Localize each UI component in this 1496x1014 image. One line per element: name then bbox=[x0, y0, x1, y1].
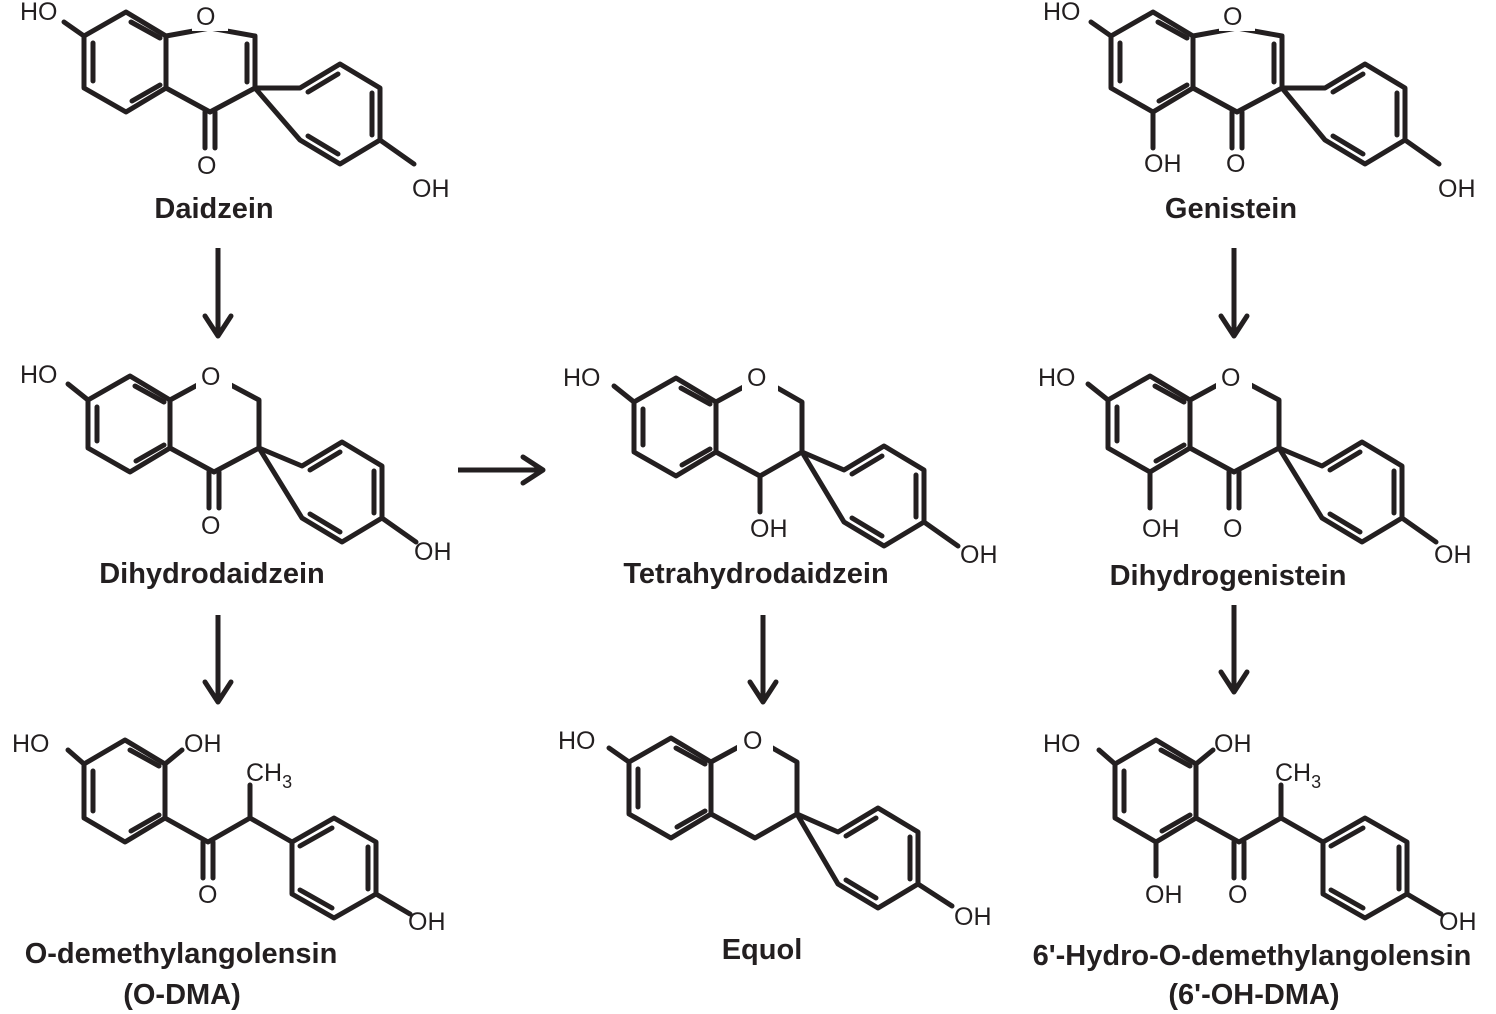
compound-name-tetrahydrodaidzein: Tetrahydrodaidzein bbox=[623, 558, 888, 590]
hydroxyl-label: HO bbox=[563, 364, 601, 392]
compound-name-dihydrogenistein: Dihydrogenistein bbox=[1110, 560, 1347, 592]
hydroxyl-label: OH bbox=[414, 538, 452, 566]
6-oh-dma-structure: HO OH CH3 OH O OH bbox=[1043, 730, 1477, 936]
hydroxyl-label: HO bbox=[20, 361, 58, 389]
hydroxyl-label: OH bbox=[1439, 908, 1477, 936]
hydroxyl-label: OH bbox=[412, 175, 450, 203]
compound-abbreviation-6-oh-dma: (6'-OH-DMA) bbox=[1168, 979, 1339, 1011]
dihydrodaidzein-structure: O HO O OH bbox=[20, 360, 452, 566]
arrow-dihydrodaidzein-to-tetrahydrodaidzein bbox=[458, 454, 546, 486]
hydroxyl-label: OH bbox=[1214, 730, 1252, 758]
hydroxyl-label: OH bbox=[750, 515, 788, 543]
hydroxyl-label: OH bbox=[954, 903, 992, 931]
carbonyl-oxygen-label: O bbox=[1226, 150, 1245, 178]
hydroxyl-label: HO bbox=[12, 730, 50, 758]
carbonyl-oxygen-label: O bbox=[201, 512, 220, 540]
arrow-dihydrodaidzein-to-o-dma bbox=[202, 615, 234, 705]
oxygen-label: O bbox=[201, 363, 220, 391]
genistein-structure: O HO OH O OH bbox=[1043, 0, 1476, 203]
methyl-label: CH3 bbox=[246, 759, 292, 792]
hydroxyl-label: HO bbox=[1038, 364, 1076, 392]
equol-structure: O HO OH bbox=[558, 722, 992, 931]
hydroxyl-label: OH bbox=[1438, 175, 1476, 203]
arrow-genistein-to-dihydrogenistein bbox=[1218, 248, 1250, 339]
compound-name-daidzein: Daidzein bbox=[154, 193, 273, 225]
carbonyl-oxygen-label: O bbox=[197, 152, 216, 180]
oxygen-label: O bbox=[1221, 364, 1240, 392]
hydroxyl-label: OH bbox=[1434, 541, 1472, 569]
oxygen-label: O bbox=[743, 727, 762, 755]
compound-name-6-oh-dma: 6'-Hydro-O-demethylangolensin bbox=[1033, 940, 1472, 972]
methyl-label: CH3 bbox=[1275, 759, 1321, 792]
oxygen-label: O bbox=[1223, 3, 1242, 31]
arrow-dihydrogenistein-to-6-oh-dma bbox=[1218, 605, 1250, 695]
dihydrogenistein-structure: O HO OH O OH bbox=[1038, 360, 1472, 569]
carbonyl-oxygen-label: O bbox=[1223, 515, 1242, 543]
oxygen-label: O bbox=[747, 364, 766, 392]
compound-name-equol: Equol bbox=[722, 934, 803, 966]
hydroxyl-label: HO bbox=[1043, 0, 1081, 26]
arrow-daidzein-to-dihydrodaidzein bbox=[202, 248, 234, 339]
compound-abbreviation-o-dma: (O-DMA) bbox=[123, 979, 241, 1011]
daidzein-structure: O HO O OH bbox=[20, 0, 450, 203]
oxygen-label: O bbox=[196, 3, 215, 31]
hydroxyl-label: HO bbox=[1043, 730, 1081, 758]
o-dma-structure: HO OH CH3 O OH bbox=[12, 730, 446, 936]
hydroxyl-label: OH bbox=[1144, 150, 1182, 178]
carbonyl-oxygen-label: O bbox=[1228, 881, 1247, 909]
carbonyl-oxygen-label: O bbox=[198, 881, 217, 909]
hydroxyl-label: OH bbox=[184, 730, 222, 758]
compound-name-genistein: Genistein bbox=[1165, 193, 1297, 225]
hydroxyl-label: OH bbox=[1145, 881, 1183, 909]
tetrahydrodaidzein-structure: O HO OH OH bbox=[563, 362, 998, 569]
hydroxyl-label: OH bbox=[1142, 515, 1180, 543]
compound-name-dihydrodaidzein: Dihydrodaidzein bbox=[99, 558, 325, 590]
hydroxyl-label: HO bbox=[558, 727, 596, 755]
compound-name-o-dma: O-demethylangolensin bbox=[25, 938, 338, 970]
arrow-tetrahydrodaidzein-to-equol bbox=[747, 615, 779, 705]
hydroxyl-label: OH bbox=[960, 541, 998, 569]
hydroxyl-label: HO bbox=[20, 0, 58, 26]
hydroxyl-label: OH bbox=[408, 908, 446, 936]
